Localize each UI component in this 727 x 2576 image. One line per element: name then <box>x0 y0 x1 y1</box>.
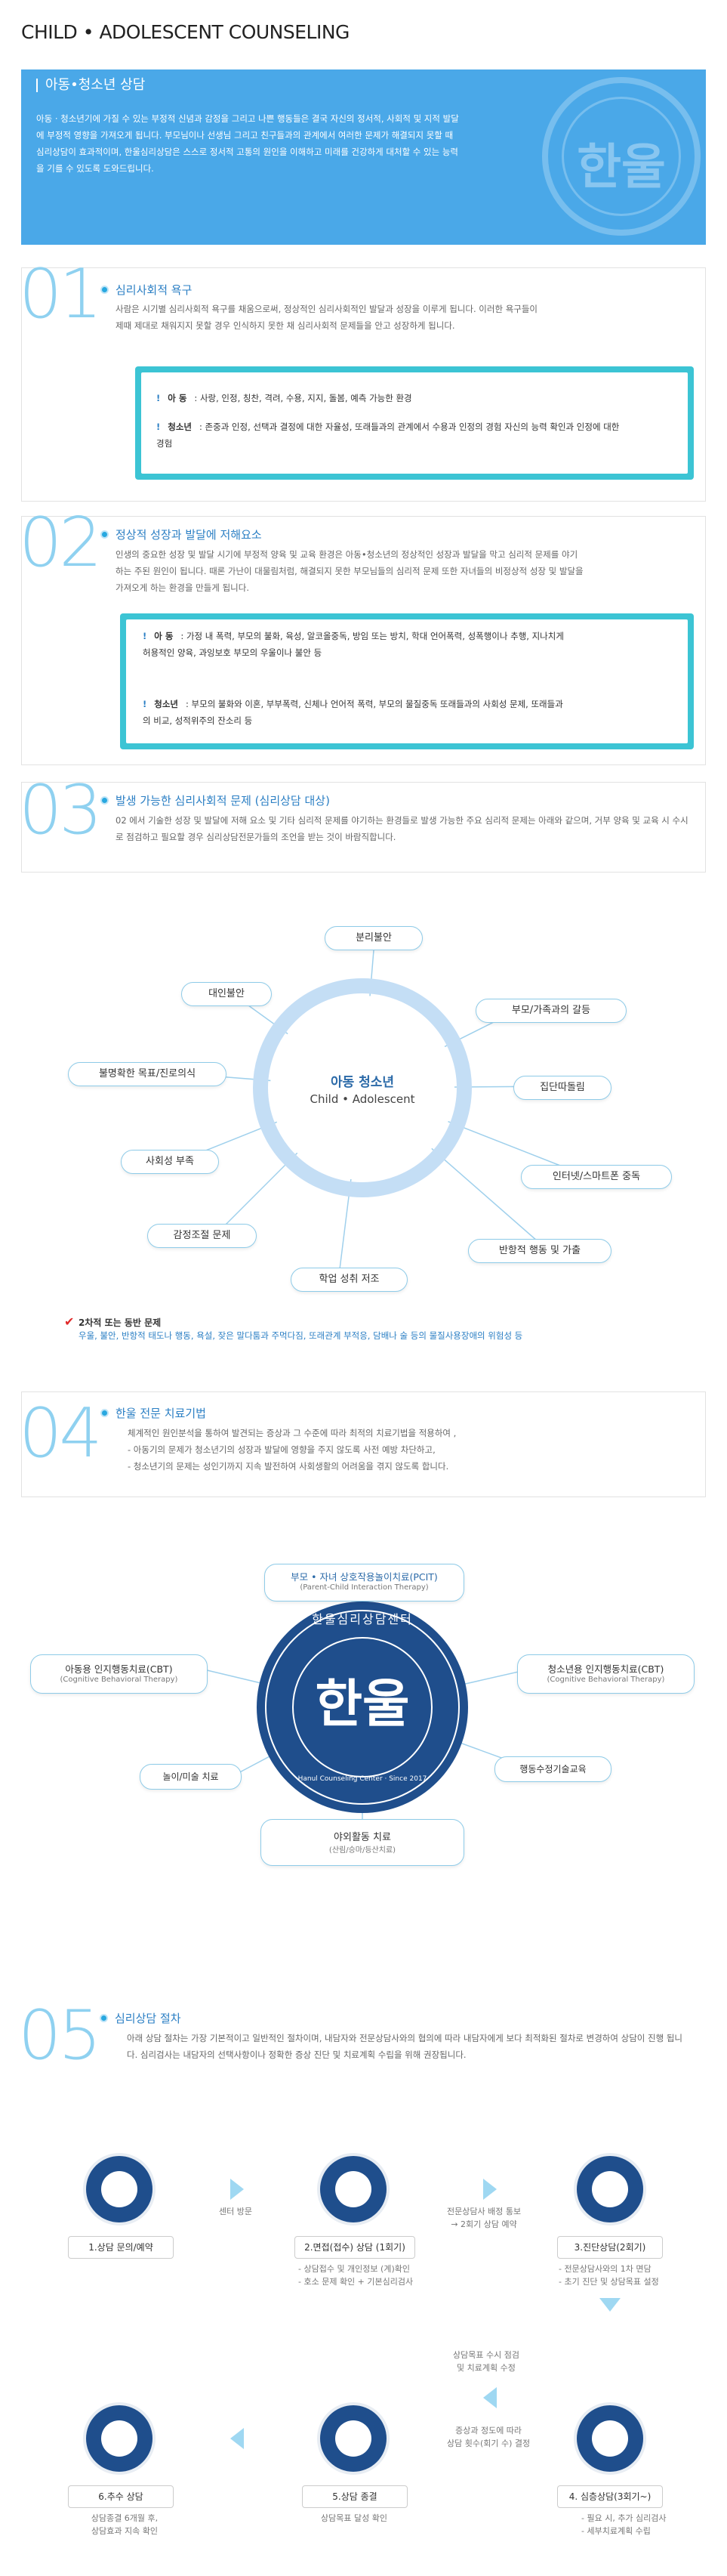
step-label: 6.추수 상담 <box>68 2485 174 2508</box>
intro-heading: 아동•청소년 상담 <box>36 79 145 92</box>
node-outdoor: 야외활동 치료 (산림/승마/등산치료) <box>260 1819 464 1866</box>
note-text: 우울, 불안, 반항적 태도나 행동, 욕설, 잦은 말다툼과 주먹다짐, 또래… <box>79 1330 523 1341</box>
step-icon-diagnosis <box>574 2153 646 2225</box>
center-subtitle: Child • Adolescent <box>310 1092 415 1106</box>
note-title: 2차적 또는 동반 문제 <box>79 1317 162 1328</box>
info-row: !아 동: 사랑, 인정, 칭찬, 격려, 수용, 지지, 돌봄, 예측 가능한… <box>156 393 412 403</box>
info-box <box>120 613 694 749</box>
step-icon-followup <box>83 2402 156 2475</box>
arrow-caption: 전문상담사 배정 통보 → 2회기 상담 예약 <box>447 2207 522 2229</box>
section-title: 발생 가능한 심리사회적 문제 (심리상담 대상) <box>116 794 330 808</box>
bullet-icon <box>100 2014 108 2022</box>
section-number: 04 <box>19 1394 103 1473</box>
section-line: - 아동기의 문제가 청소년기의 성장과 발달에 영향을 주지 않도록 사전 예… <box>128 1444 436 1455</box>
step-label: 5.상담 종결 <box>302 2485 408 2508</box>
node-cbt-child: 아동용 인지행동치료(CBT) (Cognitive Behavioral Th… <box>30 1654 208 1694</box>
step-detail: 상담종결 6개월 후, 상담효과 지속 확인 <box>91 2513 159 2536</box>
section-number: 01 <box>19 255 103 334</box>
step-icon-termination <box>317 2402 390 2475</box>
arrow-down-icon <box>599 2298 621 2312</box>
seal-main-text: 한울 <box>315 1675 410 1734</box>
node-item: 분리불안 <box>325 926 423 950</box>
bullet-icon <box>100 796 109 805</box>
step-icon-interview <box>317 2153 390 2225</box>
section-03: 03 발생 가능한 심리사회적 문제 (심리상담 대상) 02 에서 기술한 성… <box>19 777 706 873</box>
section-text: 인생의 중요한 성장 및 발달 시기에 부정적 양육 및 교육 환경은 아동•청… <box>116 549 584 593</box>
bullet-icon <box>100 286 109 294</box>
section-text: 사람은 시기별 심리사회적 욕구를 채움으로써, 정상적인 심리사회적인 발달과… <box>116 304 538 331</box>
node-play: 놀이/미술 치료 <box>140 1764 242 1790</box>
section-title: 정상적 성장과 발달에 저해요소 <box>116 528 262 542</box>
step-detail: 상담목표 달성 확인 <box>321 2513 387 2523</box>
node-pcit: 부모 • 자녀 상호작용놀이치료(PCIT) (Parent-Child Int… <box>264 1564 464 1602</box>
section-02: 02 정상적 성장과 발달에 저해요소 인생의 중요한 성장 및 발달 시기에 … <box>19 509 706 765</box>
step-icon-deep <box>574 2402 646 2475</box>
node-behavior: 행동수정기술교육 <box>494 1756 611 1782</box>
node-item: 집단따돌림 <box>513 1076 611 1100</box>
step-label: 1.상담 문의/예약 <box>68 2236 174 2259</box>
info-box <box>135 366 694 480</box>
step-icon-inquiry <box>83 2153 156 2225</box>
therapy-lines <box>203 1594 529 1821</box>
arrow-right-icon <box>483 2179 497 2200</box>
intro-text: 아동 · 청소년기에 가질 수 있는 부정적 신념과 감정을 그리고 나쁜 행동… <box>36 113 459 174</box>
section-number: 05 <box>18 1996 102 2075</box>
section-text: 02 에서 기술한 성장 및 발달에 저해 요소 및 기타 심리적 문제를 야기… <box>116 815 688 842</box>
step-detail: - 상담접수 및 개인정보 (계)확인 - 호소 문제 확인 + 기본심리검사 <box>298 2264 414 2287</box>
info-row: !아 동: 가정 내 폭력, 부모의 불화, 육성, 알코올중독, 방임 또는 … <box>143 631 564 658</box>
bullet-icon <box>100 1409 109 1417</box>
step-detail: - 전문상담사와의 1차 면담 - 초기 진단 및 상담목표 설정 <box>559 2264 659 2287</box>
seal-top-text: 한울심리상담센터 <box>312 1612 413 1626</box>
section-number: 02 <box>19 503 103 582</box>
node-item: 감정조절 문제 <box>147 1224 257 1248</box>
section-title: 심리상담 절차 <box>115 2012 181 2025</box>
arrow-caption: 센터 방문 <box>219 2207 252 2216</box>
check-icon: ✔ <box>64 1314 75 1329</box>
node-item: 불명확한 목표/진로의식 <box>68 1062 226 1086</box>
step-label: 2.면접(접수) 상담 (1회기) <box>294 2236 415 2259</box>
node-item: 부모/가족과의 갈등 <box>476 999 627 1023</box>
section-title: 한울 전문 치료기법 <box>116 1407 206 1420</box>
section-line: 체계적인 원인분석을 통하여 발견되는 증상과 그 수준에 따라 최적의 치료기… <box>128 1428 457 1438</box>
intro-box: 아동•청소년 상담 아동 · 청소년기에 가질 수 있는 부정적 신념과 감정을… <box>21 69 706 245</box>
bullet-icon <box>100 530 109 539</box>
page-title: CHILD • ADOLESCENT COUNSELING <box>21 21 350 43</box>
node-item: 인터넷/스마트폰 중독 <box>521 1165 672 1189</box>
section-05: 05 심리상담 절차 아래 상담 절차는 가장 기본적이고 일반적인 절차이며,… <box>18 2002 706 2100</box>
node-cbt-teen: 청소년용 인지행동치료(CBT) (Cognitive Behavioral T… <box>517 1654 695 1694</box>
arrow-caption: 증상과 정도에 따라 상담 횟수(회기 수) 결정 <box>447 2426 531 2448</box>
seal-ring-text: Hanul Counseling Center · Since 2017 <box>297 1775 427 1783</box>
info-row: !청소년: 존중과 인정, 선택과 결정에 대한 자율성, 또래들과의 관계에서… <box>156 422 620 449</box>
seal-watermark: 한울 <box>542 77 701 236</box>
section-line: - 청소년기의 문제는 성인기까지 지속 발전하여 사회생활의 어려움을 겪지 … <box>128 1461 449 1472</box>
section-number: 03 <box>19 771 103 850</box>
seal-text: 한울 <box>577 140 666 196</box>
section-title: 심리사회적 욕구 <box>116 283 193 297</box>
step-detail: - 필요 시, 추가 심리검사 - 세부치료계획 수립 <box>581 2513 667 2536</box>
node-item: 대인불안 <box>181 982 272 1006</box>
center-title: 아동 청소년 <box>330 1075 395 1090</box>
node-item: 사회성 부족 <box>121 1150 219 1174</box>
step-label: 4. 심층상담(3회기~) <box>557 2485 663 2508</box>
arrow-right-icon <box>230 2179 244 2200</box>
node-item: 반항적 행동 및 가출 <box>468 1239 611 1263</box>
problems-diagram: 아동 청소년 Child • Adolescent 분리불안 대인불안 부모/가… <box>0 884 727 1307</box>
node-item: 학업 성취 저조 <box>291 1268 408 1292</box>
info-row: !청소년: 부모의 불화와 이혼, 부부폭력, 신체나 언어적 폭력, 부모의 … <box>143 699 563 726</box>
arrow-left-icon <box>483 2387 497 2408</box>
step-label: 3.진단상담(2회기) <box>557 2236 663 2259</box>
arrow-left-icon <box>230 2428 244 2449</box>
section-01: 01 심리사회적 욕구 사람은 시기별 심리사회적 욕구를 채움으로써, 정상적… <box>19 261 706 502</box>
section-04: 04 한울 전문 치료기법 체계적인 원인분석을 통하여 발견되는 증상과 그 … <box>19 1391 706 1497</box>
arrow-caption: 상담목표 수시 점검 및 치료계획 수정 <box>453 2350 519 2373</box>
section-text: 아래 상담 절차는 가장 기본적이고 일반적인 절차이며, 내담자와 전문상담사… <box>127 2033 682 2060</box>
